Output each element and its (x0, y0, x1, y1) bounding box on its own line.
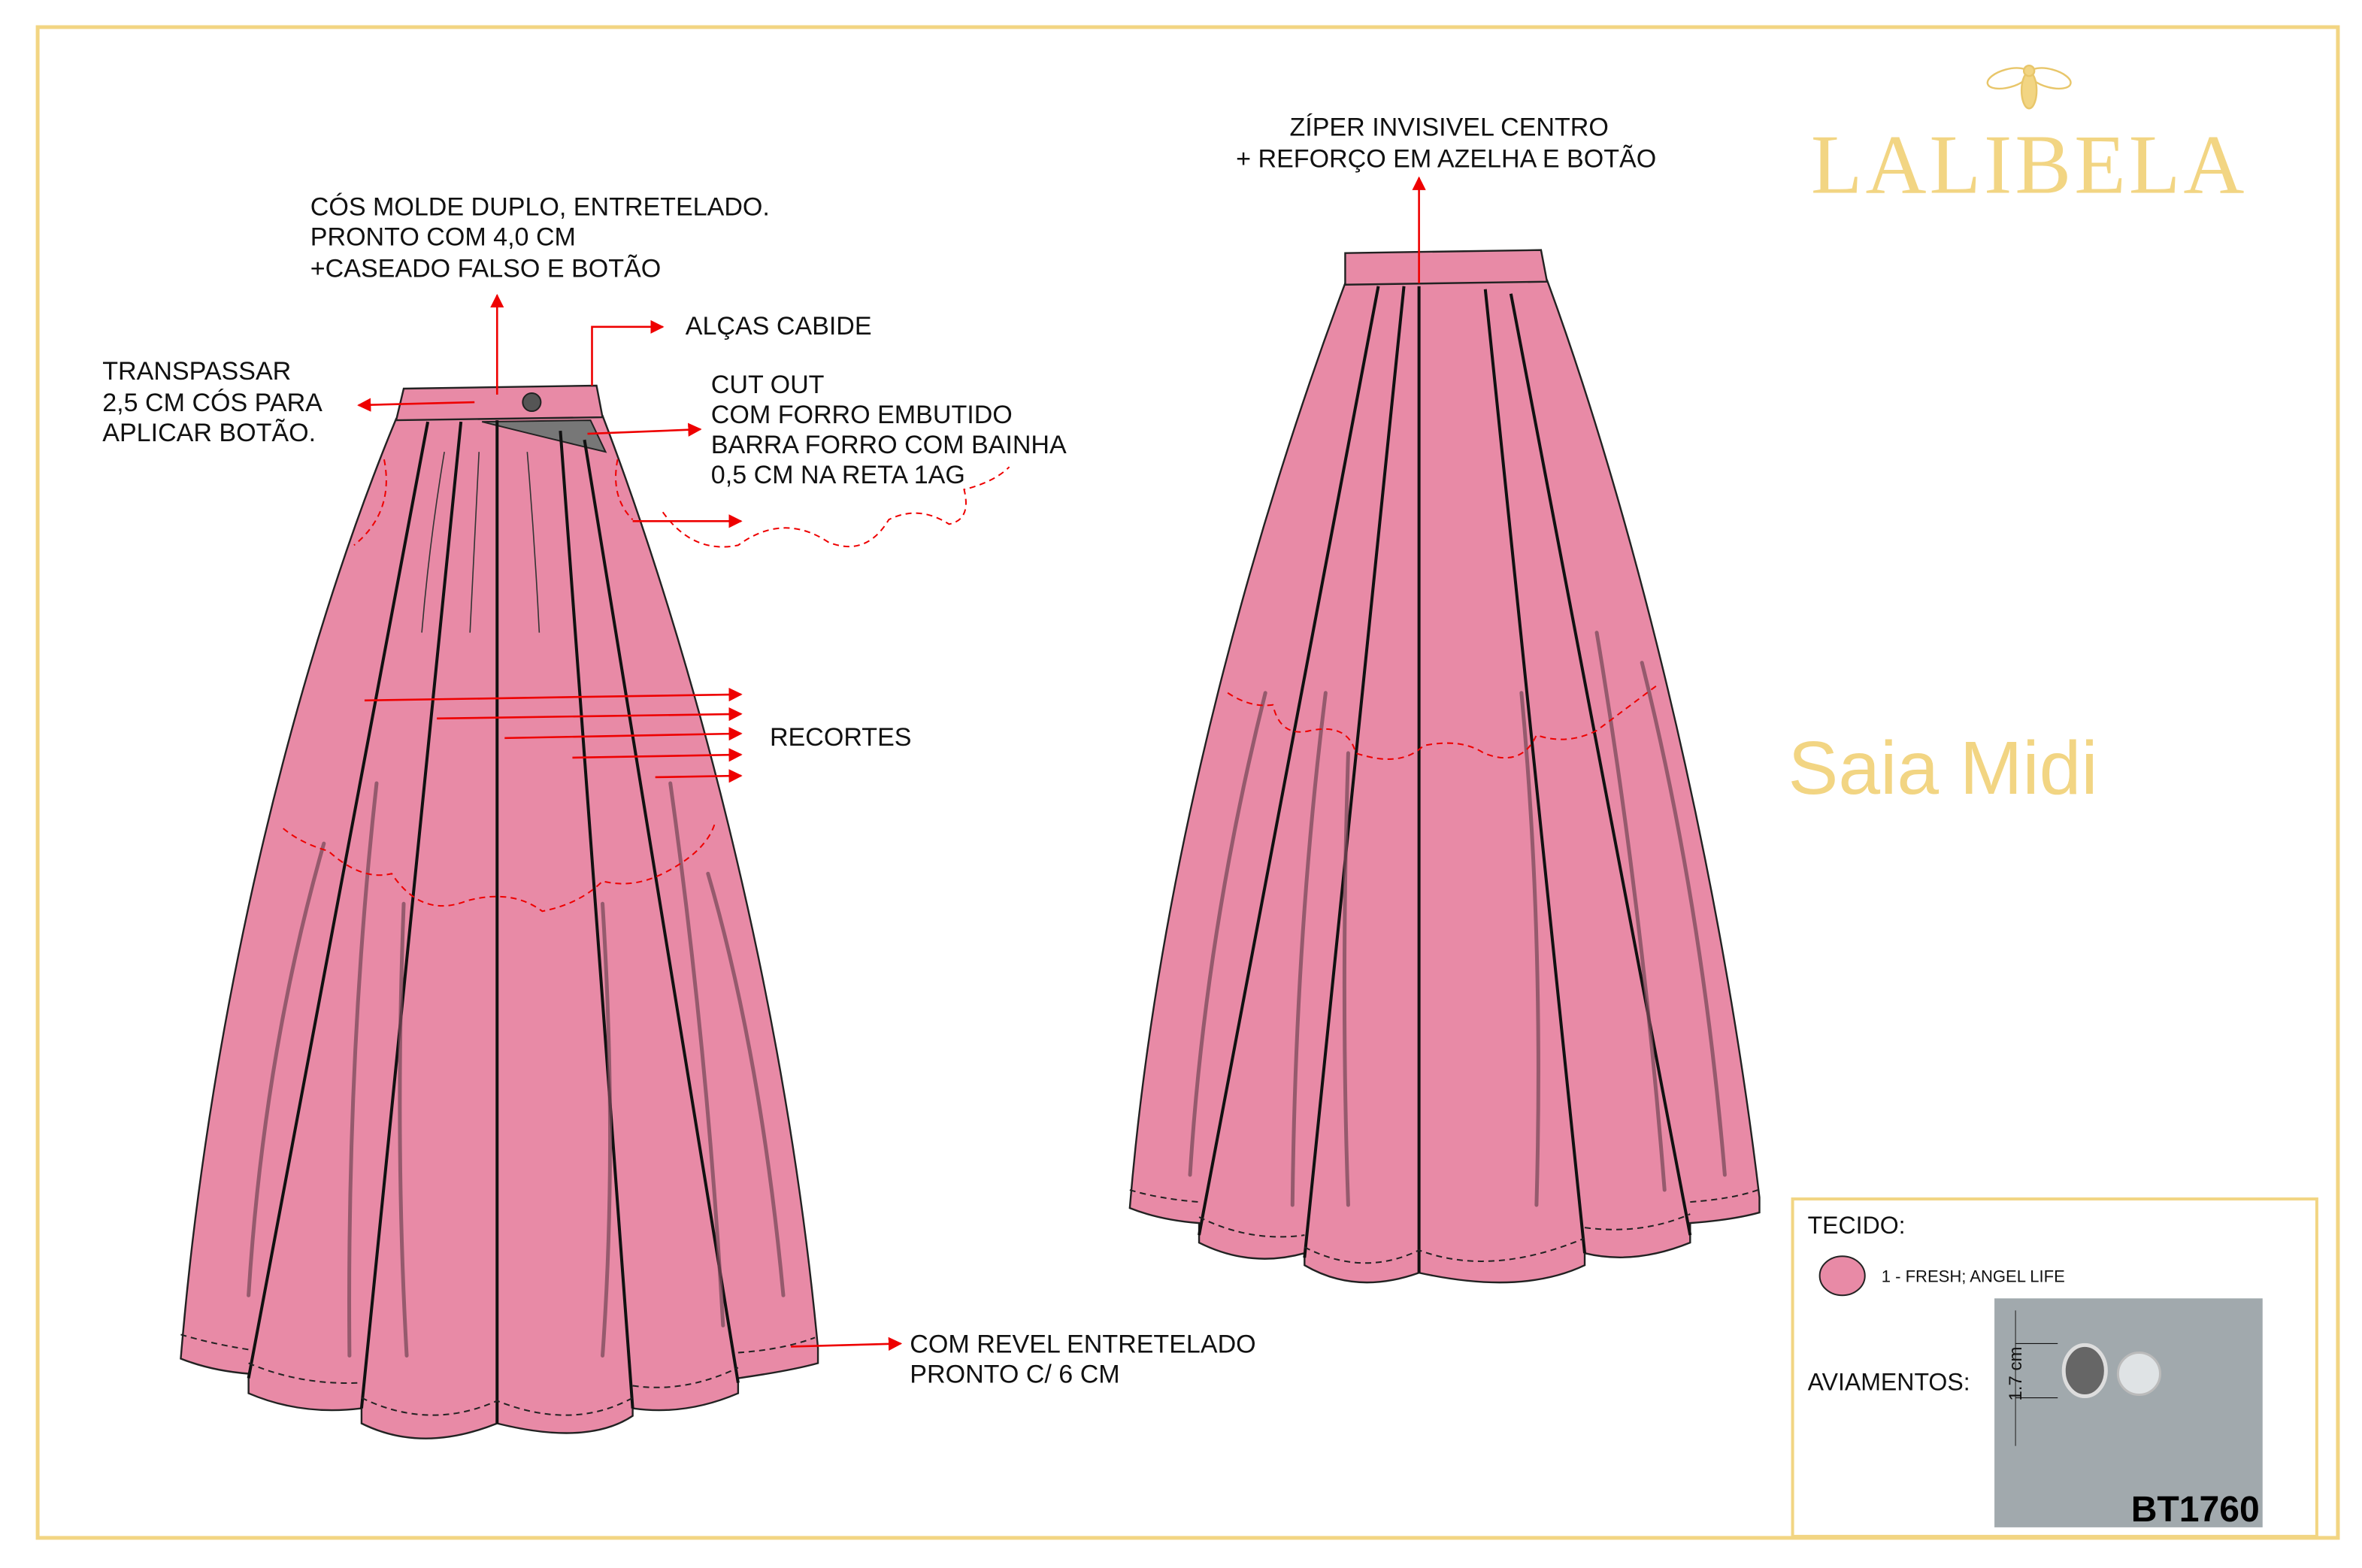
spec-box: TECIDO: 1 - FRESH; ANGEL LIFE AVIAMENTOS… (1791, 1197, 2318, 1538)
fabric-label: TECIDO: (1808, 1212, 1906, 1239)
belt-loops-note: ALÇAS CABIDE (686, 312, 872, 341)
zipper-note-line-2: + REFORÇO EM AZELHA E BOTÃO (1236, 144, 1656, 173)
button-front-icon (2061, 1342, 2108, 1399)
cut-out-note-line-4: 0,5 CM NA RETA 1AG (711, 461, 965, 489)
overlap-note-line-2: 2,5 CM CÓS PARA (102, 389, 323, 417)
bee-logo-icon (1986, 64, 2072, 110)
back-skirt-drawing (1128, 249, 1761, 1284)
cut-out-note-line-2: COM FORRO EMBUTIDO (711, 401, 1013, 429)
hem-note-line-2: PRONTO C/ 6 CM (910, 1361, 1119, 1389)
waistband-note-line-1: CÓS MOLDE DUPLO, ENTRETELADO. (310, 193, 770, 222)
zipper-note-line-1: ZÍPER INVISIVEL CENTRO (1289, 113, 1608, 141)
annotation-arrows (357, 176, 1426, 1351)
page-title: Saia Midi (1788, 726, 2098, 810)
front-skirt-drawing (180, 384, 819, 1439)
waistband-note-line-2: PRONTO COM 4,0 CM (310, 223, 576, 252)
overlap-note-line-1: TRANSPASSAR (102, 357, 291, 386)
button-back-icon (2116, 1351, 2161, 1397)
hem-note-line-1: COM REVEL ENTRETELADO (910, 1330, 1255, 1358)
panels-note: RECORTES (770, 723, 912, 752)
waistband-button-icon (522, 392, 542, 413)
page-border (35, 25, 2340, 1540)
button-code: BT1760 (2131, 1489, 2260, 1530)
button-size: 1.7 cm (2006, 1346, 2026, 1400)
cut-out-note-line-1: CUT OUT (711, 371, 825, 399)
back-waistband (1344, 249, 1549, 286)
fabric-swatch (1818, 1255, 1866, 1297)
front-waistband (395, 384, 604, 422)
trims-label: AVIAMENTOS: (1808, 1369, 1970, 1396)
overlap-note-line-3: APLICAR BOTÃO. (102, 419, 316, 447)
waistband-note-line-3: +CASEADO FALSO E BOTÃO (310, 255, 661, 283)
brand-logo: LALIBELA (1811, 118, 2247, 211)
cut-out-note-line-3: BARRA FORRO COM BAINHA (711, 431, 1067, 459)
button-photo (1994, 1298, 2263, 1527)
fabric-item: 1 - FRESH; ANGEL LIFE (1882, 1267, 2065, 1285)
